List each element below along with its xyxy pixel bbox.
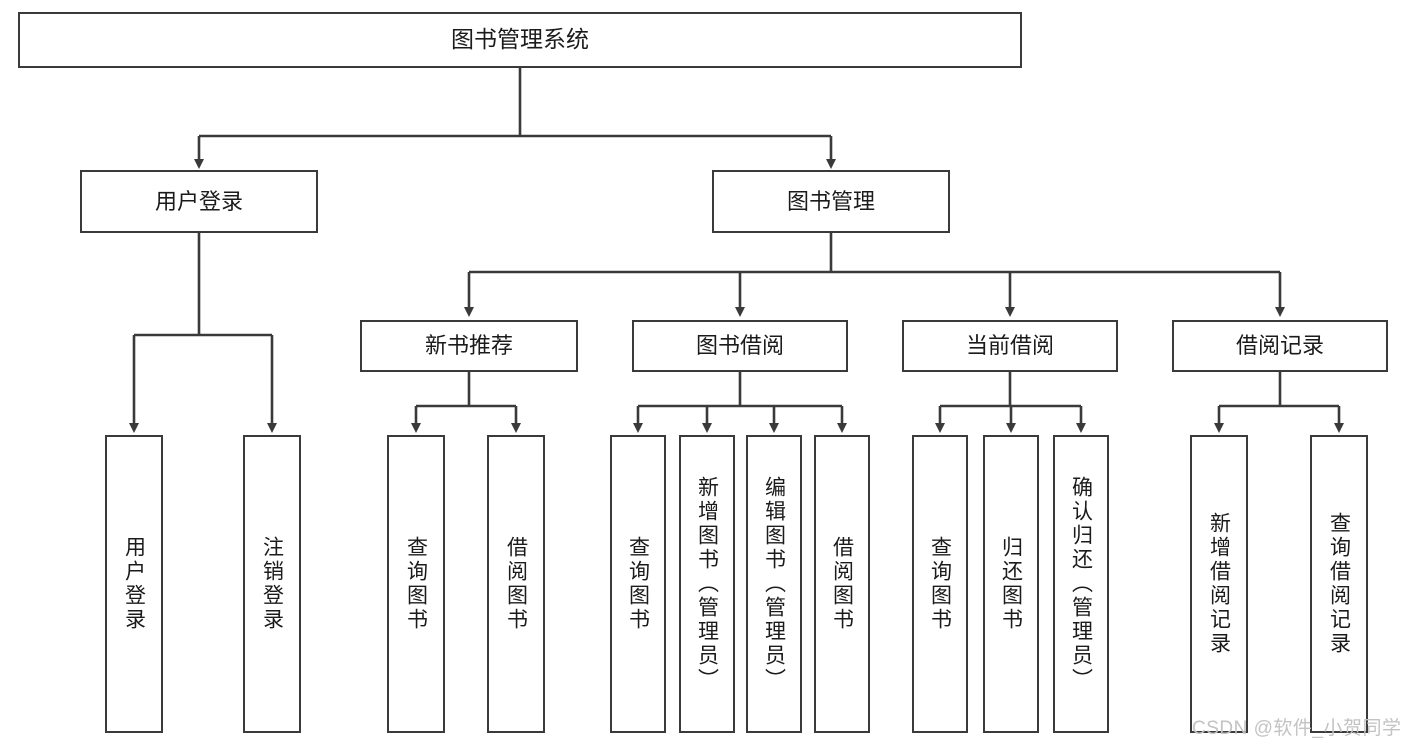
node-new-book-recommend[interactable]: 新书推荐 xyxy=(360,320,578,372)
leaf-label: 编辑图书（管理员） xyxy=(762,476,786,692)
leaf-label: 借阅图书 xyxy=(504,536,528,632)
leaf-label: 归还图书 xyxy=(999,536,1023,632)
leaf-label: 查询图书 xyxy=(626,536,650,632)
leaf-label: 注销登录 xyxy=(260,536,284,632)
node-user-login[interactable]: 用户登录 xyxy=(80,170,318,233)
node-book-borrow[interactable]: 图书借阅 xyxy=(632,320,848,372)
leaf-user-login[interactable]: 用户登录 xyxy=(105,435,163,733)
csdn-watermark: CSDN @软件_小贺同学 xyxy=(1192,718,1402,739)
leaf-label: 确认归还（管理员） xyxy=(1069,476,1093,692)
leaf-return-book[interactable]: 归还图书 xyxy=(983,435,1039,733)
leaf-label: 用户登录 xyxy=(122,536,146,632)
leaf-label: 查询图书 xyxy=(404,536,428,632)
leaf-query-borrow-record[interactable]: 查询借阅记录 xyxy=(1310,435,1368,733)
leaf-query-book-current[interactable]: 查询图书 xyxy=(912,435,968,733)
node-current-borrow[interactable]: 当前借阅 xyxy=(902,320,1118,372)
node-book-management[interactable]: 图书管理 xyxy=(712,170,950,233)
leaf-label: 查询图书 xyxy=(928,536,952,632)
leaf-add-book-admin[interactable]: 新增图书（管理员） xyxy=(679,435,735,733)
leaf-label: 查询借阅记录 xyxy=(1327,512,1351,656)
node-root-system[interactable]: 图书管理系统 xyxy=(18,12,1022,68)
leaf-label: 新增借阅记录 xyxy=(1207,512,1231,656)
leaf-user-logout[interactable]: 注销登录 xyxy=(243,435,301,733)
leaf-confirm-return-admin[interactable]: 确认归还（管理员） xyxy=(1053,435,1109,733)
leaf-borrow-book[interactable]: 借阅图书 xyxy=(814,435,870,733)
node-borrow-record[interactable]: 借阅记录 xyxy=(1172,320,1388,372)
leaf-borrow-book-recommend[interactable]: 借阅图书 xyxy=(487,435,545,733)
leaf-query-book-borrow[interactable]: 查询图书 xyxy=(610,435,666,733)
leaf-label: 借阅图书 xyxy=(830,536,854,632)
leaf-label: 新增图书（管理员） xyxy=(695,476,719,692)
leaf-edit-book-admin[interactable]: 编辑图书（管理员） xyxy=(746,435,802,733)
leaf-add-borrow-record[interactable]: 新增借阅记录 xyxy=(1190,435,1248,733)
leaf-query-book-recommend[interactable]: 查询图书 xyxy=(387,435,445,733)
